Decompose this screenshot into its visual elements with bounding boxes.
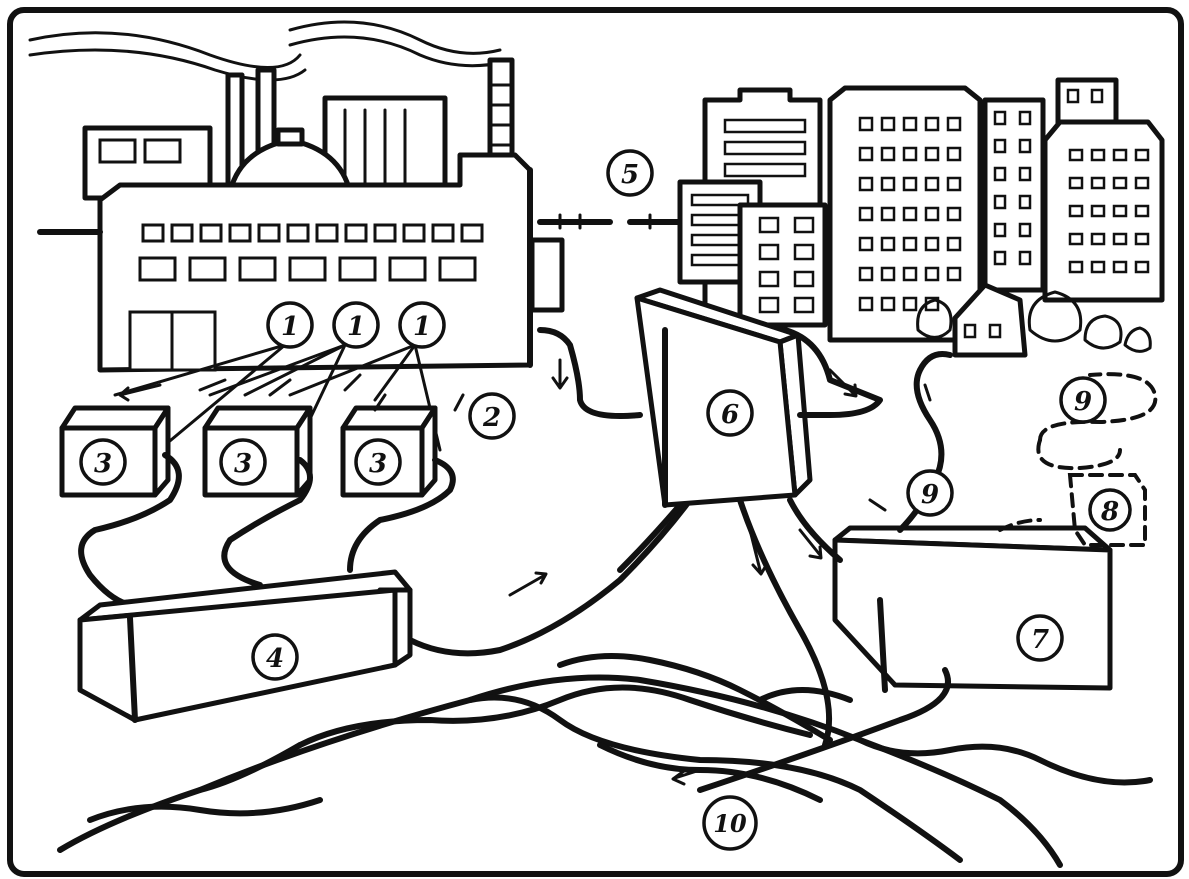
label-3b: 3 xyxy=(219,438,267,486)
label-5: 5 xyxy=(606,149,654,197)
label-9-lower: 9 xyxy=(906,469,954,517)
label-1b-text: 1 xyxy=(347,312,365,342)
label-1c-text: 1 xyxy=(413,312,431,342)
pipes-to-collector xyxy=(78,327,693,657)
label-10: 10 xyxy=(702,795,758,851)
label-6: 6 xyxy=(706,389,754,437)
label-7-text: 7 xyxy=(1031,625,1049,655)
label-3c: 3 xyxy=(354,438,402,486)
label-2: 2 xyxy=(468,392,516,440)
label-8: 8 xyxy=(1088,488,1132,532)
label-9-upper-text: 9 xyxy=(1074,387,1092,417)
city-skyline-icon xyxy=(677,77,1165,343)
label-4: 4 xyxy=(251,633,299,681)
tree-icon xyxy=(916,290,1152,353)
secondary-box-7 xyxy=(832,525,1113,693)
smoke-plumes xyxy=(28,20,507,82)
label-6-text: 6 xyxy=(721,400,739,430)
label-1a: 1 xyxy=(266,301,314,349)
terrain-outlines xyxy=(57,653,1153,868)
label-1b: 1 xyxy=(332,301,380,349)
label-3b-text: 3 xyxy=(234,449,252,479)
label-5-text: 5 xyxy=(621,160,639,190)
label-9-upper: 9 xyxy=(1059,376,1107,424)
label-4-text: 4 xyxy=(266,644,284,674)
label-3a: 3 xyxy=(79,438,127,486)
label-2-text: 2 xyxy=(482,403,501,433)
label-1c: 1 xyxy=(398,301,446,349)
optional-box-8 xyxy=(998,372,1158,547)
label-9-lower-text: 9 xyxy=(921,480,939,510)
arrow-icon xyxy=(118,358,932,786)
label-3c-text: 3 xyxy=(369,449,387,479)
emission-lines xyxy=(113,343,442,452)
collector-box-4 xyxy=(77,569,413,723)
label-8-text: 8 xyxy=(1100,497,1119,527)
label-7: 7 xyxy=(1016,614,1064,662)
label-1a-text: 1 xyxy=(281,312,299,342)
label-3a-text: 3 xyxy=(94,449,112,479)
label-10-text: 10 xyxy=(713,809,747,838)
cottage-icon xyxy=(952,282,1028,358)
